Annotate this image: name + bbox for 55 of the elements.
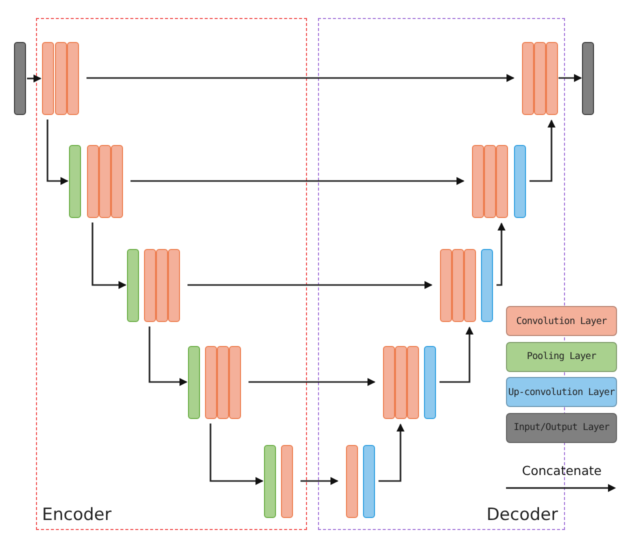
pooling-bar [68,144,80,218]
convolution-bar [394,346,406,418]
up-convolution-bar [424,346,436,418]
group-label: Decoder [486,505,558,525]
convolution-bar [522,42,534,114]
arrow [558,74,582,82]
convolution-bar [110,144,122,218]
convolution-bar [156,248,168,322]
convolution-bar [382,346,394,418]
convolution-bar [216,346,228,418]
arrow [86,74,514,82]
arrow [148,326,188,386]
convolution-bar [472,144,484,218]
convolution-bar [86,144,98,218]
convolution-bar [280,444,292,518]
convolution-bar [546,42,558,114]
legend-label: Up-convolution Layer [508,386,615,398]
input-output-bar [14,42,26,115]
convolution-bar [534,42,546,114]
arrow [210,424,264,485]
arrow [188,281,432,289]
dashed-group-box [36,18,307,530]
convolution-bar [228,346,240,418]
legend-label: Input/Output Layer [514,422,610,433]
input-output-bar [582,42,594,115]
pooling-bar [188,346,200,418]
arrow [46,120,68,185]
convolution-bar [406,346,418,418]
convolution-bar [464,248,476,322]
arrow [300,477,338,485]
pooling-bar [126,248,138,322]
up-convolution-bar [480,248,492,322]
legend-label: Pooling Layer [526,351,596,362]
arrow [130,177,464,185]
convolution-bar [66,42,78,114]
up-convolution-bar [362,444,374,518]
convolution-bar [144,248,156,322]
convolution-bar [484,144,496,218]
group-label: Encoder [42,505,112,525]
legend-label: Concatenate [522,463,602,478]
convolution-bar [54,42,66,114]
convolution-bar [496,144,508,218]
convolution-bar [42,42,54,114]
arrow [27,74,42,82]
legend-label: Convolution Layer [516,316,607,326]
convolution-bar [440,248,452,322]
convolution-bar [168,248,180,322]
arrow [248,378,376,386]
pooling-bar [264,444,276,518]
up-convolution-bar [514,144,526,218]
convolution-bar [204,346,216,418]
arrow [92,222,126,289]
convolution-bar [346,444,358,518]
convolution-bar [452,248,464,322]
convolution-bar [98,144,110,218]
